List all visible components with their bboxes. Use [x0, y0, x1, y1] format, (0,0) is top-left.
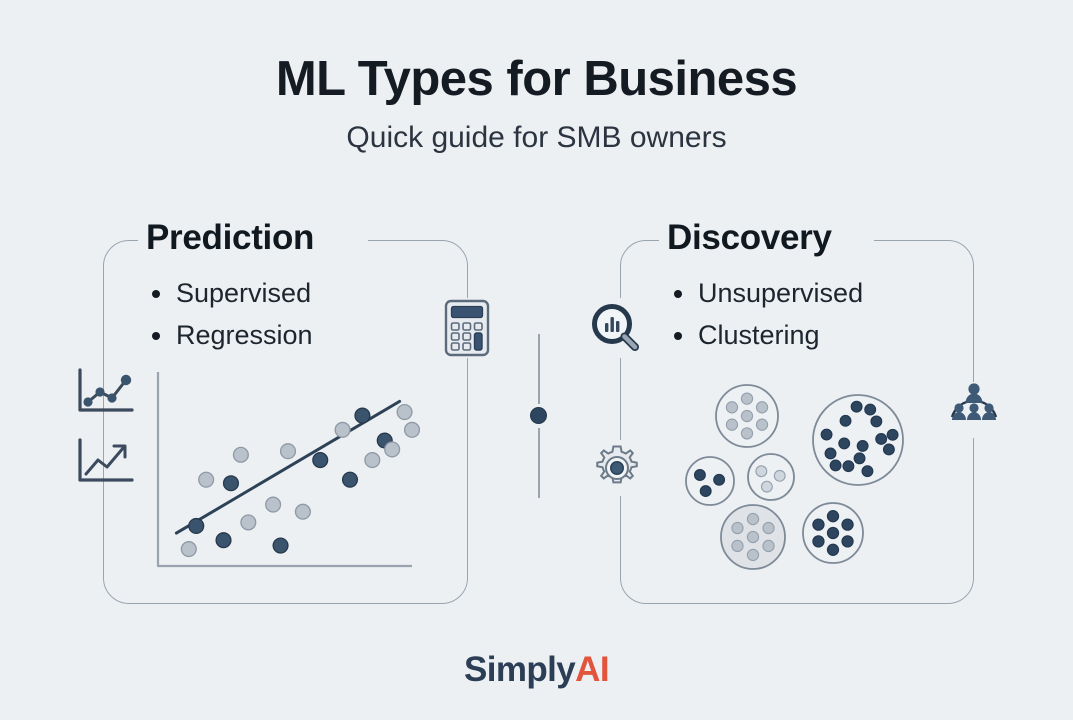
cluster-dot [886, 428, 899, 441]
cluster-dot [856, 439, 869, 452]
cluster-dot [841, 535, 854, 548]
bullet-regression: Regression [150, 314, 313, 356]
scatter-point [188, 517, 205, 535]
scatter-point [312, 452, 329, 469]
scatter-point [279, 443, 297, 460]
scatter-point [272, 537, 289, 554]
logo-ai-text: AI [575, 650, 609, 689]
scatter-point [222, 475, 240, 492]
brand-logo: SimplyAI [0, 650, 1073, 690]
cluster-dot [740, 409, 754, 423]
divider-line-lower [538, 428, 540, 498]
scatter-regression-plot [150, 368, 421, 573]
cluster-bottom-left [720, 504, 786, 570]
scatter-point [403, 421, 421, 438]
scatter-point [384, 441, 401, 458]
scatter-point [354, 407, 371, 424]
cluster-large-right [812, 394, 904, 486]
cluster-dot [746, 512, 760, 526]
scatter-point [180, 541, 197, 558]
frame-mask-right-heading [659, 232, 874, 250]
bullet-clustering: Clustering [672, 314, 863, 356]
cluster-dot [746, 548, 760, 562]
scatter-svg [156, 372, 421, 568]
bullet-unsupervised: Unsupervised [672, 272, 863, 314]
scatter-point [240, 514, 257, 531]
scatter-point [198, 471, 215, 488]
cluster-dot [826, 526, 840, 540]
cluster-dot [853, 452, 866, 465]
divider-line-upper [538, 334, 540, 404]
cluster-dot [812, 535, 825, 548]
scatter-point [334, 421, 351, 438]
discovery-bullet-list: Unsupervised Clustering [672, 272, 863, 356]
cluster-outline [747, 453, 795, 501]
cluster-dot [826, 543, 840, 556]
scatter-point [294, 503, 311, 520]
cluster-outline [685, 456, 735, 506]
cluster-dot [870, 415, 883, 428]
cluster-dot [762, 539, 775, 553]
page-subtitle: Quick guide for SMB owners [346, 121, 727, 154]
cluster-dot [842, 460, 855, 473]
cluster-bottom-right [802, 502, 864, 564]
frame-mask-left-heading [138, 232, 368, 250]
cluster-top-left [715, 384, 779, 448]
cluster-dot [839, 414, 852, 427]
scatter-point [364, 452, 381, 469]
plot-axes [156, 372, 412, 568]
cluster-dot [850, 400, 863, 413]
panel-heading-prediction: Prediction [146, 218, 315, 257]
cluster-dot [773, 469, 786, 482]
cluster-dot [826, 510, 840, 523]
cluster-dot [755, 401, 769, 414]
cluster-dot [841, 518, 854, 531]
calculator-icon [443, 299, 491, 357]
cluster-dot [838, 437, 851, 450]
prediction-bullet-list: Supervised Regression [150, 272, 313, 356]
scatter-point [232, 446, 249, 463]
cluster-dot [725, 418, 739, 431]
cluster-dot [864, 403, 877, 416]
cluster-dot [861, 465, 874, 478]
cluster-dot [731, 539, 744, 553]
cluster-dot [699, 485, 712, 498]
cluster-dot [875, 433, 888, 445]
cluster-dot [713, 473, 726, 486]
scatter-point [341, 471, 359, 488]
team-group-icon [948, 377, 1000, 427]
cluster-dot [693, 469, 706, 481]
cluster-dot [755, 418, 769, 431]
cluster-small-left [685, 456, 735, 506]
scatter-points [180, 403, 421, 558]
cluster-dot [746, 530, 760, 544]
gear-icon [592, 443, 642, 493]
cluster-bubbles [685, 384, 904, 570]
panel-heading-discovery: Discovery [667, 218, 832, 257]
cluster-dot [882, 443, 895, 456]
cluster-dot [812, 518, 825, 531]
trending-up-icon [74, 436, 136, 488]
cluster-small-mid [747, 453, 795, 501]
scatter-point [396, 403, 413, 421]
cluster-dot [740, 427, 754, 440]
cluster-dot [731, 521, 744, 535]
page-title: ML Types for Business [275, 52, 798, 106]
cluster-dot [740, 392, 754, 405]
logo-simply-text: Simply [464, 650, 576, 689]
scatter-point [265, 496, 282, 513]
cluster-dot [824, 447, 837, 460]
bullet-supervised: Supervised [150, 272, 313, 314]
divider-dot [530, 407, 547, 424]
search-analytics-icon [590, 302, 642, 354]
cluster-dot [760, 480, 773, 493]
line-chart-icon [74, 366, 136, 418]
cluster-dot [762, 521, 775, 535]
scatter-point [215, 532, 232, 549]
cluster-dot [829, 459, 842, 472]
cluster-dot [820, 428, 833, 441]
cluster-dot [725, 401, 739, 414]
cluster-dot [755, 465, 768, 478]
